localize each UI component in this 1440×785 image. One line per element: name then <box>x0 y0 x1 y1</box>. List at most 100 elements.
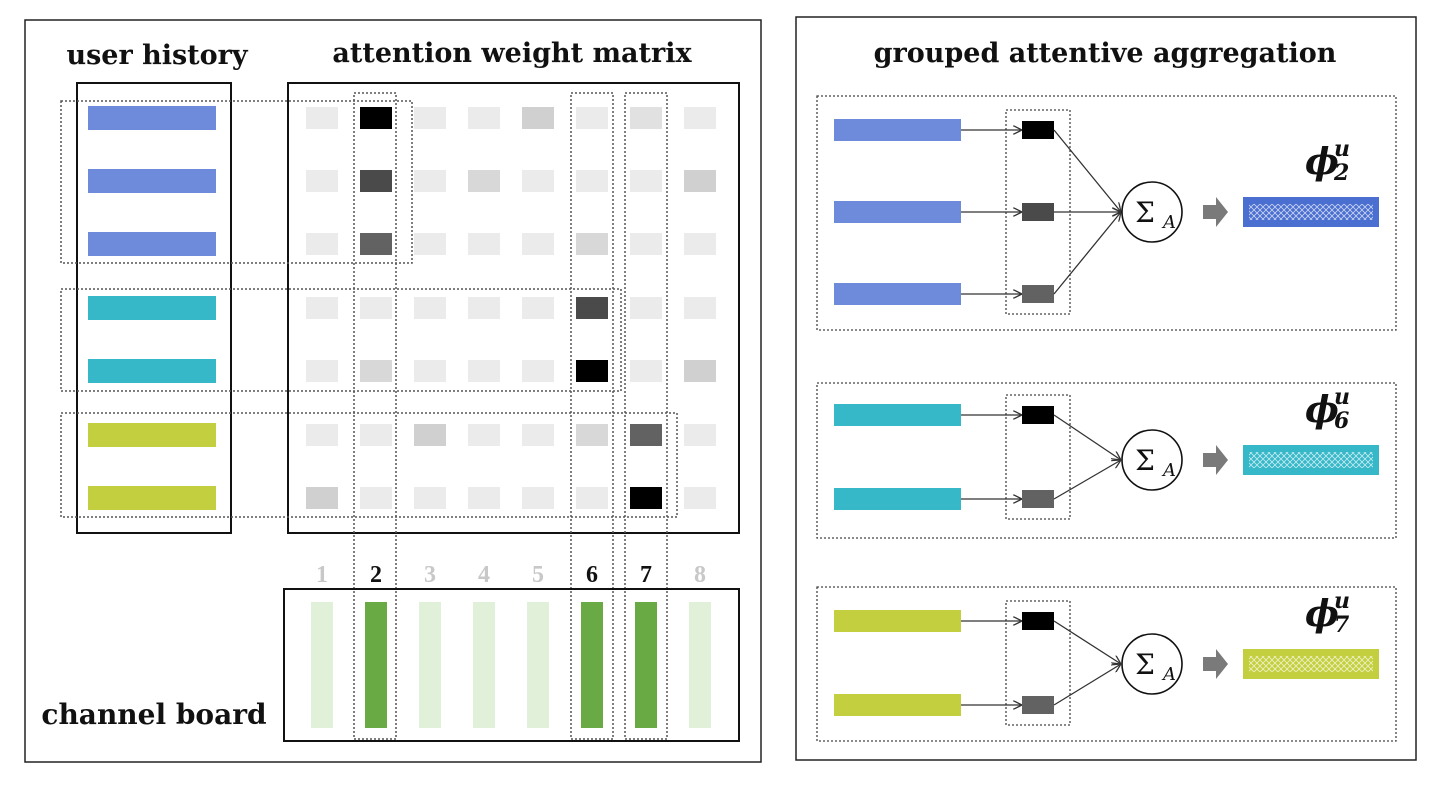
channel-number: 6 <box>586 562 598 588</box>
channel-frame-6 <box>570 92 614 740</box>
matrix-cell <box>522 107 554 129</box>
input-bar <box>834 283 961 305</box>
input-bar <box>834 488 961 510</box>
input-bar <box>834 610 961 632</box>
channel-bar <box>527 602 549 728</box>
weight-cell <box>1022 121 1054 139</box>
matrix-cell <box>576 487 608 509</box>
channel-bar <box>581 602 603 728</box>
matrix-cell <box>684 360 716 382</box>
history-bar <box>88 169 216 193</box>
sum-symbol: Σ <box>1135 196 1155 229</box>
matrix-cell <box>630 233 662 255</box>
channel-bar <box>419 602 441 728</box>
user-history-frame <box>76 82 232 534</box>
matrix-cell <box>684 233 716 255</box>
sum-subscript: A <box>1161 460 1176 481</box>
matrix-cell <box>684 297 716 319</box>
sum-subscript: A <box>1161 212 1176 233</box>
weight-cell <box>1022 490 1054 508</box>
matrix-cell <box>414 360 446 382</box>
output-subscript: 7 <box>1334 612 1350 638</box>
user-history-title: user history <box>66 40 248 71</box>
output-symbol: ϕ <box>1305 389 1339 431</box>
matrix-cell <box>576 233 608 255</box>
weight-frame <box>1005 394 1071 520</box>
output-superscript: u <box>1334 384 1350 410</box>
weight-cell <box>1022 612 1054 630</box>
matrix-cell <box>576 170 608 192</box>
matrix-cell <box>414 107 446 129</box>
aggregate-arrow <box>1053 414 1121 460</box>
channel-bar <box>635 602 657 728</box>
weight-cell <box>1022 203 1054 221</box>
sum-node <box>1121 181 1183 243</box>
matrix-cell <box>630 107 662 129</box>
matrix-cell <box>630 170 662 192</box>
matrix-cell <box>414 424 446 446</box>
output-symbol: ϕ <box>1305 593 1339 635</box>
matrix-cell <box>468 424 500 446</box>
aggregate-arrow <box>1053 460 1121 500</box>
aggregate-arrow <box>1053 664 1121 706</box>
weight-frame <box>1005 600 1071 726</box>
matrix-cell <box>684 170 716 192</box>
channel-number: 1 <box>316 562 328 588</box>
output-subscript: 6 <box>1334 408 1349 434</box>
history-bar <box>88 486 216 510</box>
group-box <box>816 382 1397 539</box>
output-arrow-icon <box>1203 649 1228 679</box>
matrix-cell <box>468 487 500 509</box>
channel-bar <box>311 602 333 728</box>
matrix-cell <box>576 297 608 319</box>
output-bar-hatch <box>1249 656 1373 672</box>
group-frame-cyan <box>60 288 622 392</box>
matrix-cell <box>360 360 392 382</box>
channel-number: 3 <box>424 562 436 588</box>
group-box <box>816 586 1397 742</box>
matrix-cell <box>468 297 500 319</box>
output-bar-hatch <box>1249 452 1373 468</box>
aggregate-arrow <box>1053 620 1121 664</box>
aggregate-arrow <box>1053 129 1121 212</box>
output-symbol: ϕ <box>1305 141 1339 183</box>
output-arrow-icon <box>1203 445 1228 475</box>
matrix-cell <box>306 233 338 255</box>
channel-number: 8 <box>694 562 706 588</box>
sum-node <box>1121 429 1183 491</box>
matrix-cell <box>522 424 554 446</box>
aggregate-arrow <box>1053 212 1121 295</box>
matrix-cell <box>414 233 446 255</box>
weight-cell <box>1022 696 1054 714</box>
matrix-cell <box>684 107 716 129</box>
matrix-cell <box>576 107 608 129</box>
matrix-cell <box>414 487 446 509</box>
matrix-cell <box>522 297 554 319</box>
attention-matrix <box>306 107 716 509</box>
matrix-cell <box>522 233 554 255</box>
group-box <box>816 95 1397 331</box>
matrix-cell <box>684 487 716 509</box>
sum-node <box>1121 633 1183 695</box>
matrix-title: attention weight matrix <box>332 38 692 69</box>
input-bar <box>834 119 961 141</box>
matrix-cell <box>468 107 500 129</box>
output-arrow-icon <box>1203 197 1228 227</box>
matrix-cell <box>306 360 338 382</box>
matrix-cell <box>360 487 392 509</box>
channel-number: 2 <box>370 562 382 588</box>
matrix-cell <box>630 360 662 382</box>
history-bar <box>88 423 216 447</box>
matrix-cell <box>630 487 662 509</box>
matrix-cell <box>630 424 662 446</box>
input-bar <box>834 694 961 716</box>
matrix-cell <box>360 170 392 192</box>
matrix-frame <box>287 82 740 534</box>
sum-symbol: Σ <box>1135 444 1155 477</box>
channel-frame-2 <box>353 92 397 740</box>
matrix-cell <box>522 487 554 509</box>
